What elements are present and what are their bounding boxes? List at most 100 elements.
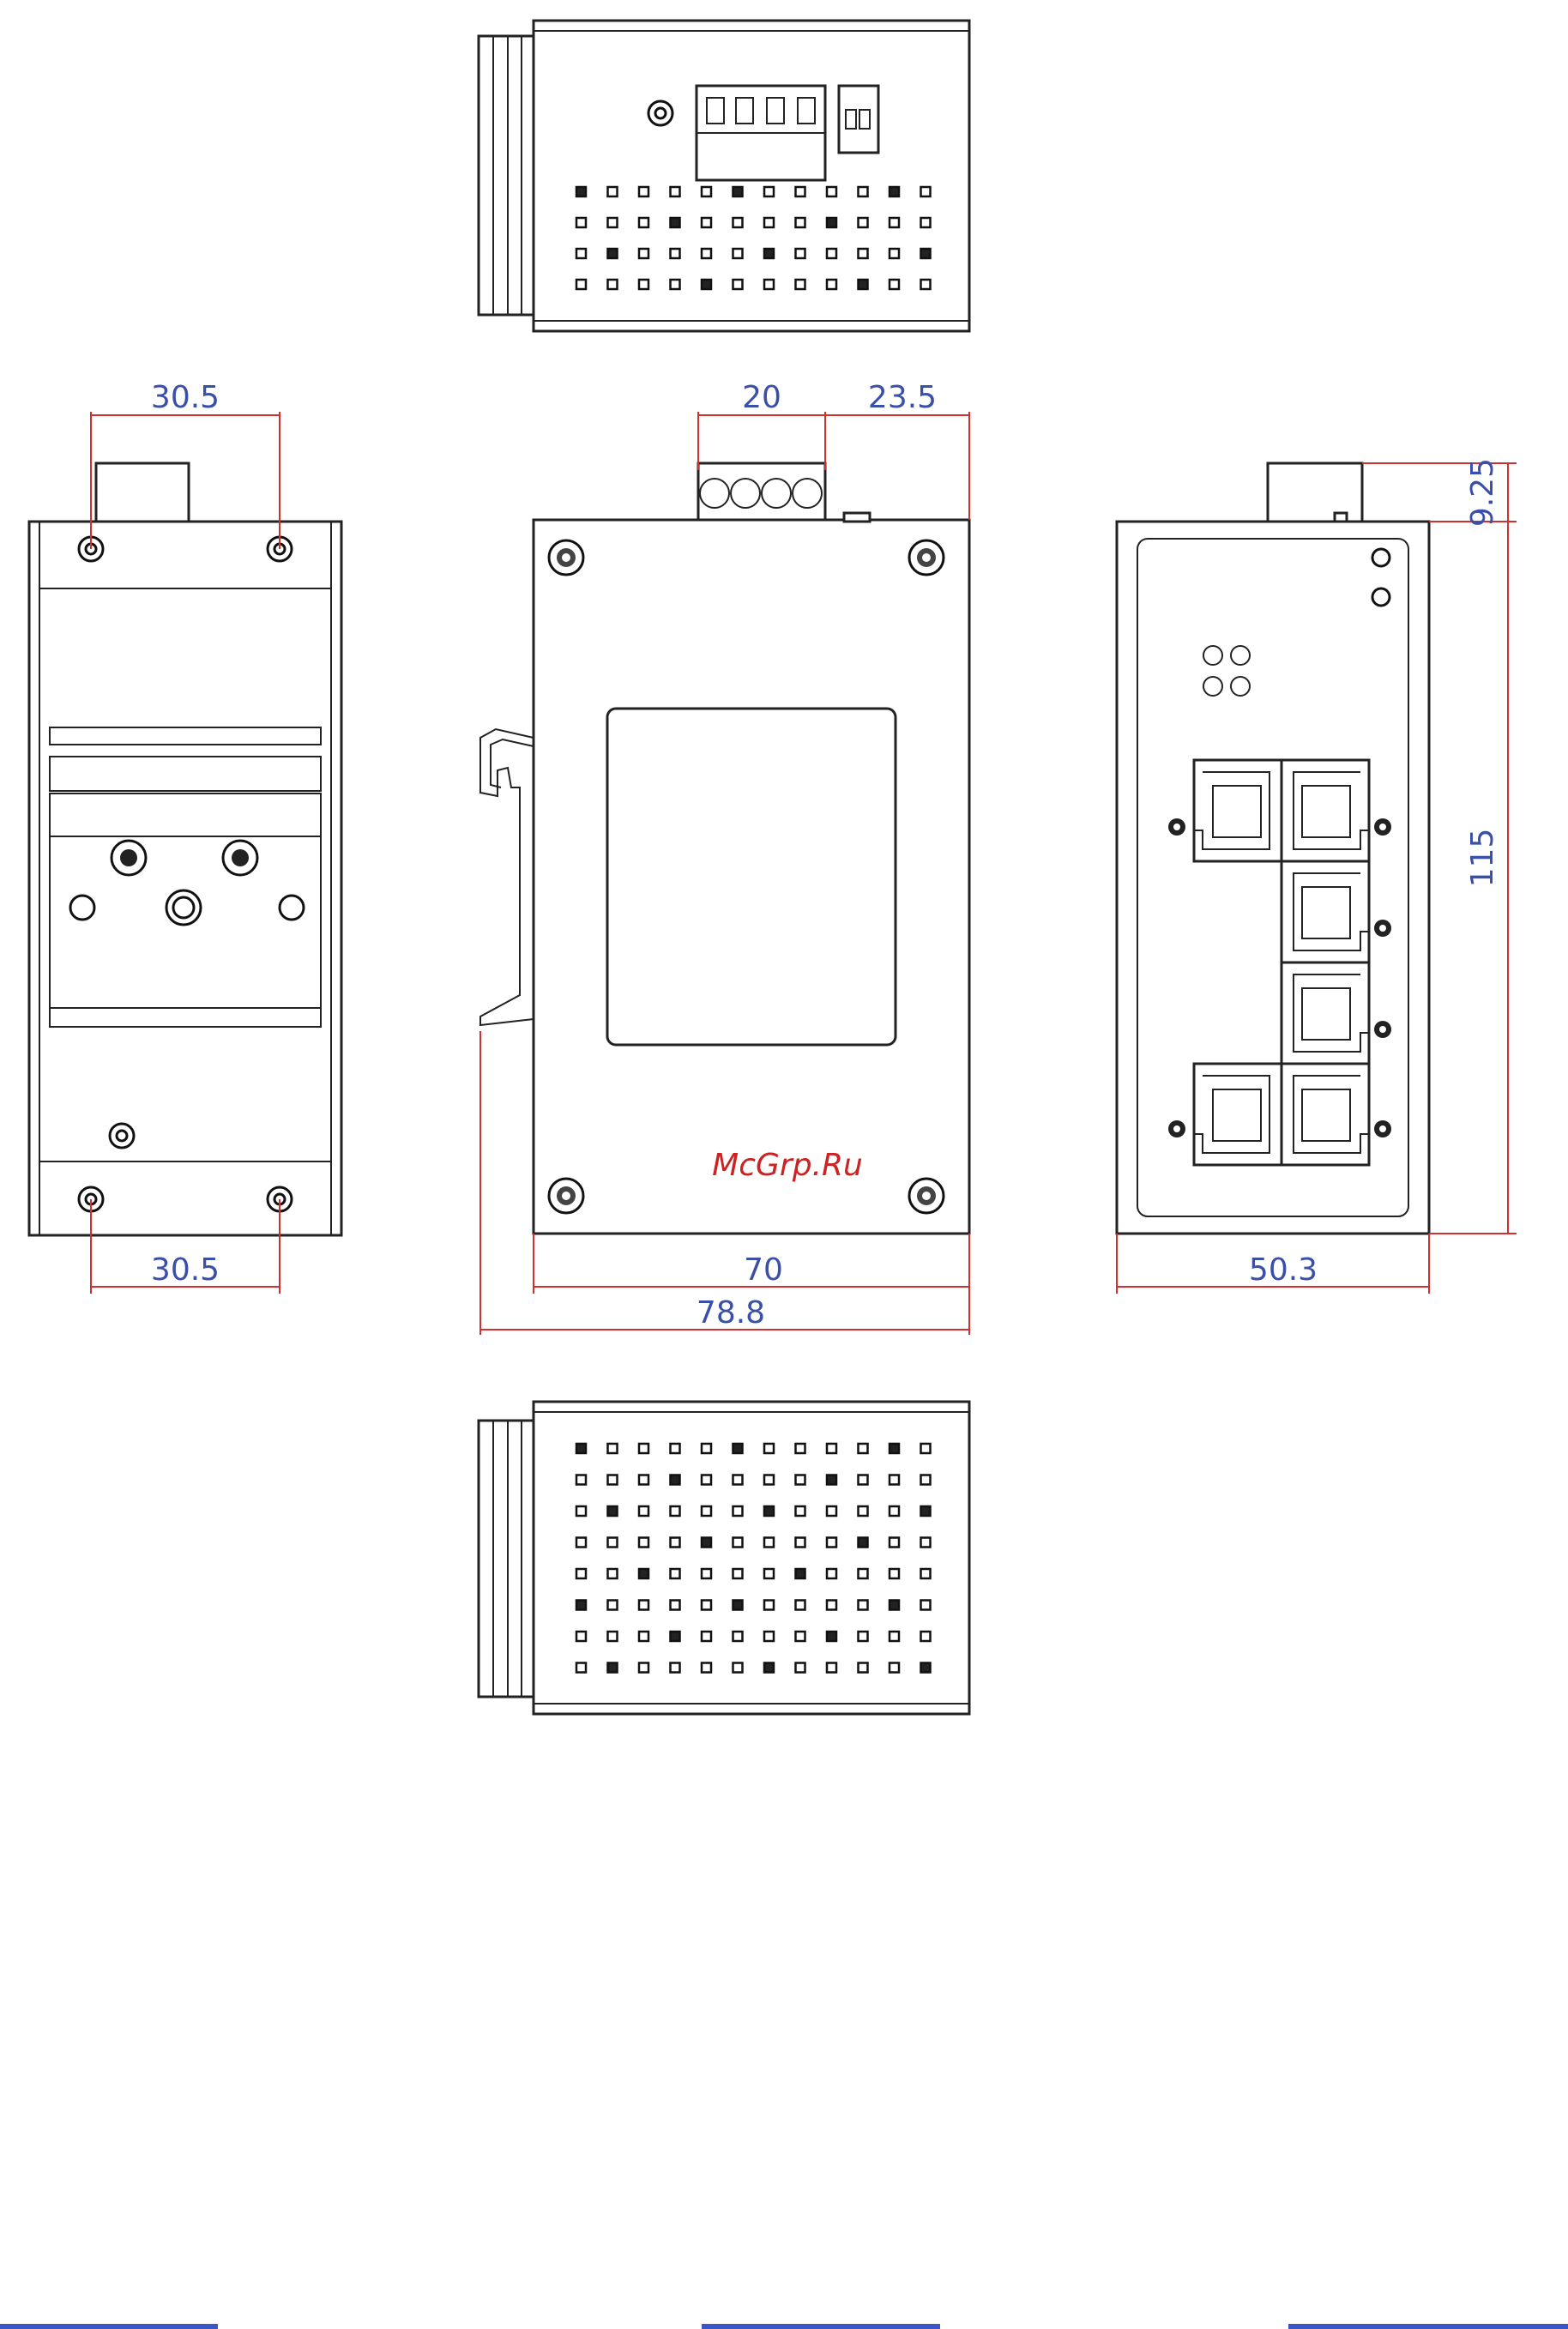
vent-hole	[890, 1569, 899, 1578]
vent-hole	[702, 1475, 711, 1485]
center-view: McGrp.Ru 20 23.5 70 78.8	[480, 380, 969, 1335]
vent-hole	[608, 187, 618, 196]
vent-hole	[702, 187, 711, 196]
vent-hole	[733, 1632, 743, 1641]
vent-hole	[733, 218, 743, 227]
vent-hole	[890, 1632, 899, 1641]
vent-hole	[639, 1663, 648, 1673]
terminal-height-dimension: 9.25	[1465, 458, 1500, 527]
vent-hole	[859, 1506, 868, 1516]
vent-hole	[796, 1506, 805, 1516]
vent-hole	[639, 1444, 648, 1453]
vent-hole	[921, 280, 931, 289]
vent-hole	[827, 187, 836, 196]
vent-hole	[921, 1632, 931, 1641]
dip-switch	[839, 86, 878, 153]
connector-dimension: 20	[742, 380, 781, 415]
bottom-view-body	[534, 1402, 969, 1714]
vent-hole	[671, 1601, 680, 1610]
terminal-block-side	[698, 463, 870, 522]
vent-hole	[890, 1663, 899, 1673]
vent-hole	[733, 280, 743, 289]
vent-hole	[764, 1475, 774, 1485]
vent-hole	[796, 1632, 805, 1641]
vent-hole	[890, 187, 899, 196]
vent-hole	[671, 1663, 680, 1673]
vent-hole	[796, 1538, 805, 1548]
vent-hole	[827, 1569, 836, 1578]
height-dimension: 115	[1465, 829, 1500, 888]
vent-hole	[639, 249, 648, 258]
vent-hole	[859, 187, 868, 196]
vent-hole	[827, 218, 836, 227]
left-bottom-dimension: 30.5	[151, 1252, 220, 1288]
rj45-port	[1194, 1064, 1282, 1165]
bottom-view	[479, 1402, 969, 1714]
vent-hole	[639, 1538, 648, 1548]
body-width-dimension: 70	[744, 1252, 783, 1288]
vent-hole	[702, 1569, 711, 1578]
vent-hole	[859, 1538, 868, 1548]
vent-hole	[702, 1601, 711, 1610]
vent-hole	[576, 1475, 586, 1485]
vent-hole	[608, 280, 618, 289]
vent-hole	[859, 1444, 868, 1453]
vent-hole	[702, 218, 711, 227]
vent-hole	[733, 1569, 743, 1578]
vent-hole	[733, 1538, 743, 1548]
vent-hole	[671, 1444, 680, 1453]
vent-hole	[733, 1601, 743, 1610]
footer-bar-left	[0, 2324, 218, 2329]
vent-hole	[827, 1506, 836, 1516]
vent-hole	[764, 1632, 774, 1641]
vent-hole	[671, 1538, 680, 1548]
vent-hole	[733, 1475, 743, 1485]
vent-hole	[733, 249, 743, 258]
vent-hole	[827, 1475, 836, 1485]
vent-hole	[639, 1601, 648, 1610]
vent-hole	[702, 280, 711, 289]
vent-hole	[639, 187, 648, 196]
vent-hole	[764, 1663, 774, 1673]
vent-hole	[608, 1663, 618, 1673]
vent-hole	[796, 1475, 805, 1485]
vent-hole	[702, 1663, 711, 1673]
vent-hole	[921, 1506, 931, 1516]
vent-hole	[859, 249, 868, 258]
vent-hole	[608, 218, 618, 227]
watermark: McGrp.Ru	[712, 1148, 863, 1183]
vent-hole	[796, 1601, 805, 1610]
vent-hole	[733, 187, 743, 196]
vent-hole	[921, 1444, 931, 1453]
footer-bar-right	[1288, 2324, 1568, 2329]
vent-hole	[702, 249, 711, 258]
vent-hole	[859, 1601, 868, 1610]
rj45-port	[1282, 1064, 1369, 1165]
vent-hole	[671, 1506, 680, 1516]
vent-hole	[921, 1601, 931, 1610]
vent-hole	[576, 1444, 586, 1453]
vent-hole	[733, 1663, 743, 1673]
vent-hole	[796, 1444, 805, 1453]
vent-hole	[639, 218, 648, 227]
vent-hole	[576, 280, 586, 289]
vent-hole	[608, 1506, 618, 1516]
rj45-port	[1194, 760, 1282, 861]
vent-hole	[764, 280, 774, 289]
terminal-block-top	[697, 86, 825, 180]
vent-hole	[608, 249, 618, 258]
vent-hole	[859, 218, 868, 227]
vent-hole	[764, 218, 774, 227]
vent-hole	[796, 280, 805, 289]
vent-hole	[764, 1601, 774, 1610]
overall-width-dimension: 78.8	[697, 1295, 765, 1330]
vent-hole	[576, 249, 586, 258]
vent-hole	[671, 187, 680, 196]
vent-hole	[890, 1601, 899, 1610]
vent-hole	[796, 249, 805, 258]
vent-hole	[921, 187, 931, 196]
vent-hole	[702, 1506, 711, 1516]
front-view: 50.3 115 9.25	[1117, 458, 1517, 1294]
top-view	[479, 21, 969, 331]
